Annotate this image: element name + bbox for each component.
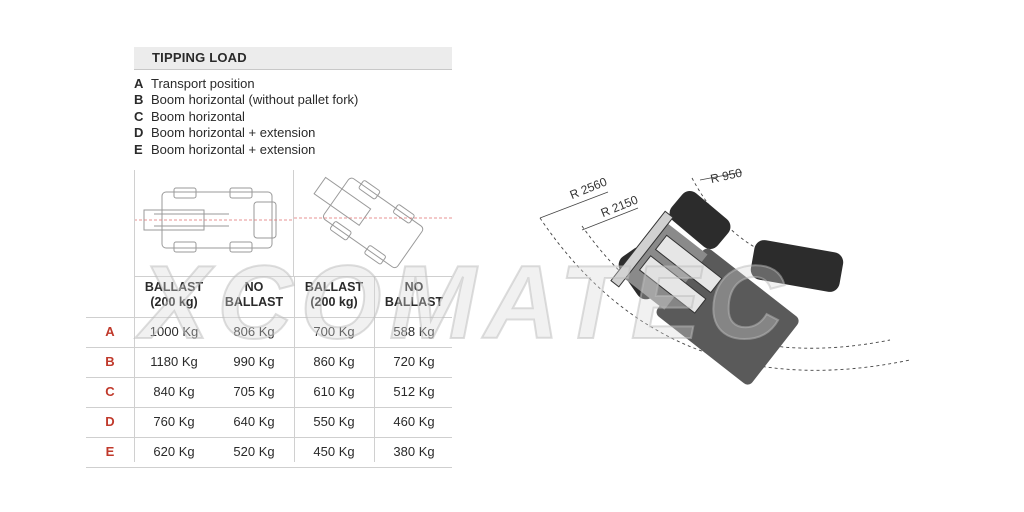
header-line: BALLAST [304,280,364,294]
row-label: D [105,414,115,429]
row-label: A [105,324,115,339]
table-cell: 588 Kg [393,324,435,339]
table-row: C 840 Kg 705 Kg 610 Kg 512 Kg [86,377,452,407]
header-line: BALLAST [144,280,204,294]
legend-text: Boom horizontal + extension [151,125,316,141]
column-header: BALLAST(200 kg) [294,280,374,310]
table-row: E 620 Kg 520 Kg 450 Kg 380 Kg [86,437,452,468]
table-cell: 460 Kg [393,414,435,429]
table-cell: 1000 Kg [149,324,199,339]
turning-radius-diagram [539,171,911,385]
row-label: C [105,384,115,399]
column-divider [294,276,295,462]
table-cell: 610 Kg [313,384,355,399]
table-cell: 1180 Kg [150,354,198,369]
table-cell: 720 Kg [393,354,435,369]
row-label: E [105,444,115,459]
header-line: BALLAST [224,295,284,309]
divider [134,170,135,276]
section-title: TIPPING LOAD [152,50,247,65]
table-cell: 806 Kg [233,324,275,339]
legend-item: D Boom horizontal + extension [134,125,358,141]
legend-text: Boom horizontal + extension [151,141,316,157]
table-cell: 640 Kg [233,414,275,429]
legend: A Transport position B Boom horizontal (wi… [134,76,358,158]
table-cell: 620 Kg [153,444,195,459]
header-line: (200 kg) [310,295,358,309]
table-cell: 512 Kg [393,384,435,399]
table-cell: 700 Kg [313,324,355,339]
header-line: BALLAST [384,295,444,309]
column-divider [374,276,375,462]
machine-outline-icons [134,176,452,269]
legend-letter: D [134,125,144,141]
header-line: (200 kg) [150,295,198,309]
table-cell: 760 Kg [153,414,195,429]
machine-top-view-icon [610,191,844,385]
watermark-text: XCOMATEC [135,245,791,361]
table-row: B 1180 Kg 990 Kg 860 Kg 720 Kg [86,347,452,377]
legend-item: A Transport position [134,76,358,92]
legend-letter: C [134,108,144,124]
legend-letter: E [134,141,143,157]
table-row: A 1000 Kg 806 Kg 700 Kg 588 Kg [86,317,452,347]
legend-item: B Boom horizontal (without pallet fork) [134,92,358,108]
legend-text: Transport position [151,76,255,91]
table-row: D 760 Kg 640 Kg 550 Kg 460 Kg [86,407,452,437]
table-cell: 860 Kg [313,354,355,369]
table-cell: 705 Kg [233,384,275,399]
legend-letter: A [134,76,144,91]
section-title-bar: TIPPING LOAD [134,47,452,70]
table-cell: 840 Kg [153,384,195,399]
legend-letter: B [134,92,144,108]
table-cell: 380 Kg [393,444,435,459]
machine-pictograms [134,170,452,276]
table-cell: 990 Kg [233,354,275,369]
row-label: B [105,354,115,369]
header-line: NO [404,280,424,294]
column-header: BALLAST(200 kg) [134,280,214,310]
table-cell: 550 Kg [313,414,355,429]
table-cell: 450 Kg [313,444,355,459]
header-line: NO [244,280,264,294]
legend-text: Boom horizontal [151,108,245,124]
legend-text: Boom horizontal (without pallet fork) [151,92,359,108]
column-divider [134,276,135,462]
table-cell: 520 Kg [233,444,275,459]
legend-item: C Boom horizontal [134,109,358,125]
divider [293,170,294,276]
legend-item: E Boom horizontal + extension [134,142,358,158]
